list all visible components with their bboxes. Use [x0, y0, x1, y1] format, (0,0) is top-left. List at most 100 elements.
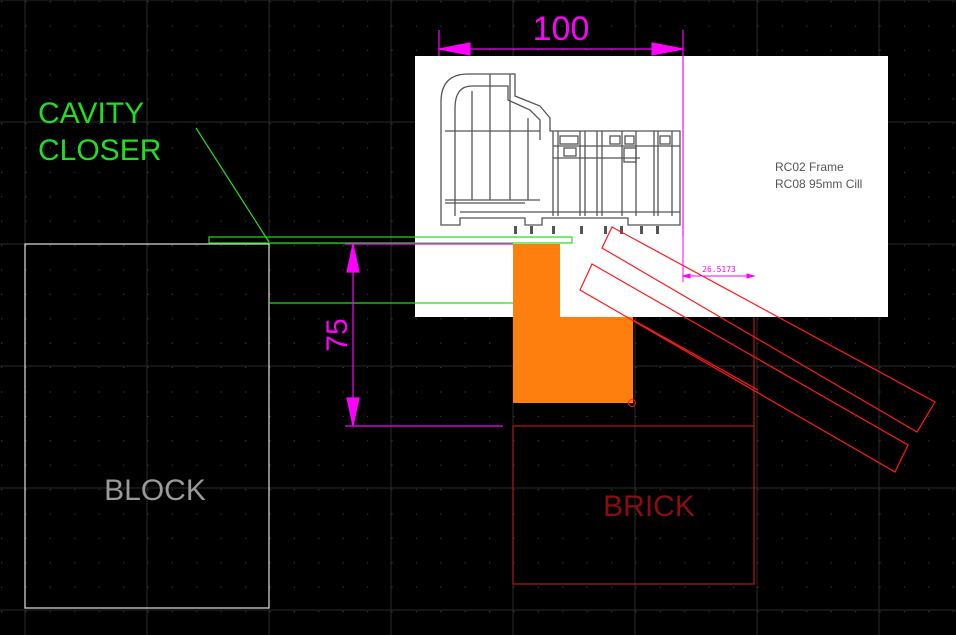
- grid-dot: [659, 342, 661, 344]
- grid-dot: [1, 391, 3, 393]
- grid-dot: [245, 49, 247, 51]
- grid-dot: [537, 25, 539, 27]
- grid-dot: [830, 611, 832, 613]
- grid-dot: [245, 293, 247, 295]
- grid-dot: [269, 49, 271, 51]
- grid-dot: [25, 513, 27, 515]
- grid-dot: [123, 489, 125, 491]
- grid-dot: [269, 367, 271, 369]
- grid-dot: [123, 25, 125, 27]
- grid-dot: [440, 537, 442, 539]
- grid-dot: [342, 415, 344, 417]
- grid-dot: [196, 367, 198, 369]
- grid-dot: [489, 562, 491, 564]
- grid-dot: [25, 171, 27, 173]
- grid-dot: [659, 1, 661, 3]
- grid-dot: [855, 318, 857, 320]
- grid-dot: [367, 220, 369, 222]
- grid-dot: [415, 318, 417, 320]
- grid-dot: [928, 489, 930, 491]
- grid-dot: [903, 391, 905, 393]
- grid-dot: [781, 342, 783, 344]
- grid-dot: [952, 342, 954, 344]
- grid-dot: [562, 25, 564, 27]
- height-dimension: [345, 243, 513, 427]
- grid-dot: [171, 464, 173, 466]
- grid-dot: [318, 440, 320, 442]
- grid-dot: [781, 513, 783, 515]
- grid-dot: [928, 171, 930, 173]
- grid-dot: [49, 415, 51, 417]
- grid-dot: [928, 269, 930, 271]
- grid-dot: [74, 367, 76, 369]
- grid-dot: [293, 220, 295, 222]
- grid-dot: [903, 74, 905, 76]
- grid-dot: [220, 171, 222, 173]
- grid-dot: [1, 513, 3, 515]
- grid-dot: [952, 415, 954, 417]
- grid-dot: [245, 245, 247, 247]
- grid-dot: [98, 171, 100, 173]
- grid-dot: [928, 464, 930, 466]
- grid-dot: [903, 562, 905, 564]
- grid-dot: [74, 1, 76, 3]
- grid-dot: [123, 1, 125, 3]
- grid-dot: [562, 586, 564, 588]
- grid-dot: [611, 25, 613, 27]
- grid-dot: [391, 611, 393, 613]
- grid-dot: [733, 611, 735, 613]
- grid-dot: [952, 269, 954, 271]
- grid-dot: [415, 537, 417, 539]
- grid-dot: [440, 391, 442, 393]
- grid-dot: [25, 293, 27, 295]
- grid-dot: [220, 367, 222, 369]
- grid-dot: [684, 318, 686, 320]
- grid-dot: [635, 367, 637, 369]
- grid-dot: [391, 123, 393, 125]
- grid-dot: [513, 586, 515, 588]
- grid-dot: [806, 464, 808, 466]
- grid-dot: [513, 1, 515, 3]
- grid-dot: [269, 391, 271, 393]
- grid-dot: [586, 611, 588, 613]
- grid-dot: [952, 74, 954, 76]
- grid-dot: [659, 367, 661, 369]
- grid-dot: [952, 196, 954, 198]
- grid-dot: [855, 25, 857, 27]
- grid-dot: [123, 245, 125, 247]
- grid-dot: [757, 318, 759, 320]
- grid-dot: [708, 391, 710, 393]
- grid-dot: [489, 415, 491, 417]
- grid-dot: [391, 464, 393, 466]
- grid-dot: [293, 171, 295, 173]
- grid-dot: [513, 49, 515, 51]
- grid-dot: [903, 123, 905, 125]
- grid-dot: [98, 123, 100, 125]
- grid-dot: [318, 25, 320, 27]
- grid-dot: [318, 171, 320, 173]
- grid-dot: [318, 147, 320, 149]
- grid-dot: [806, 1, 808, 3]
- grid-dot: [123, 293, 125, 295]
- grid-dot: [293, 464, 295, 466]
- grid-dot: [49, 1, 51, 3]
- grid-dot: [415, 464, 417, 466]
- grid-dot: [391, 342, 393, 344]
- grid-dot: [171, 74, 173, 76]
- grid-dot: [367, 342, 369, 344]
- grid-dot: [781, 415, 783, 417]
- grid-dot: [806, 562, 808, 564]
- grid-dot: [147, 586, 149, 588]
- grid-dot: [464, 440, 466, 442]
- grid-dot: [147, 415, 149, 417]
- grid-dot: [196, 25, 198, 27]
- grid-dot: [830, 49, 832, 51]
- grid-dot: [269, 269, 271, 271]
- grid-dot: [318, 293, 320, 295]
- grid-dot: [269, 415, 271, 417]
- grid-dot: [245, 318, 247, 320]
- grid-dot: [733, 513, 735, 515]
- grid-dot: [659, 464, 661, 466]
- grid-dot: [74, 49, 76, 51]
